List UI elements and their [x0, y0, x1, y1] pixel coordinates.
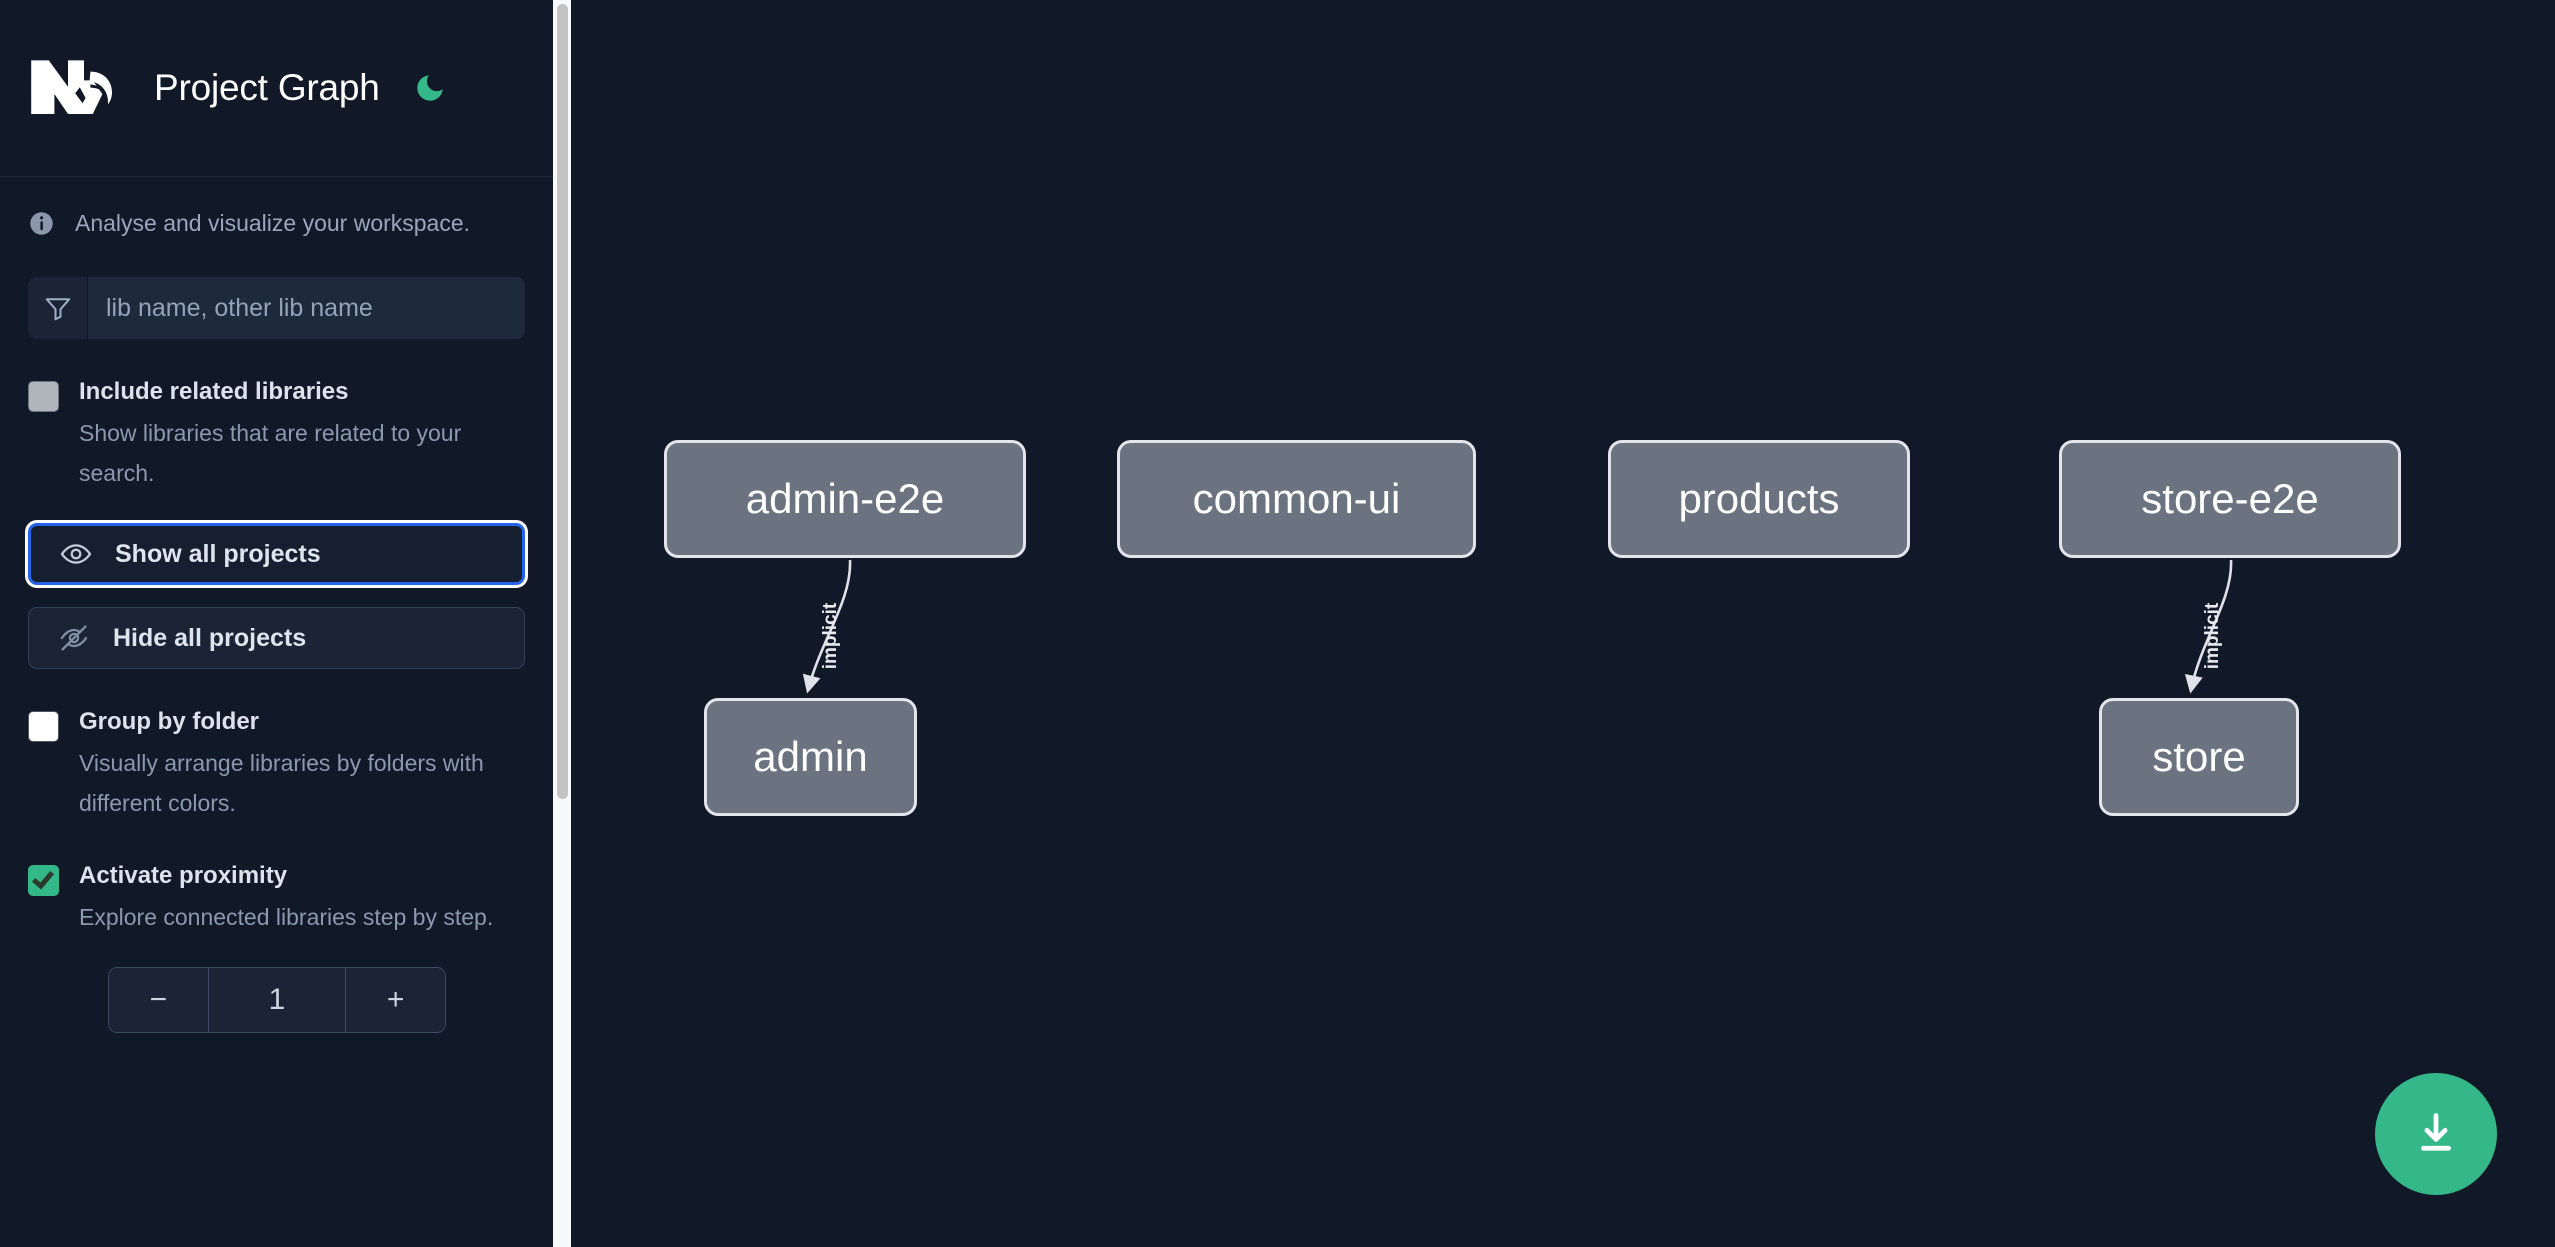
node-label: products	[1678, 475, 1840, 522]
node-label: store	[2152, 733, 2246, 780]
hide-all-projects-button[interactable]: Hide all projects	[28, 607, 525, 669]
option-activate-proximity[interactable]: Activate proximity Explore connected lib…	[28, 861, 525, 937]
sidebar-scrollbar-thumb[interactable]	[557, 4, 568, 799]
node-label: admin-e2e	[745, 475, 945, 522]
proximity-decrement-button[interactable]: −	[109, 968, 209, 1032]
group-by-folder-checkbox[interactable]	[28, 711, 59, 742]
graph-node-admin-e2e[interactable]: admin-e2e	[664, 440, 1026, 558]
node-label: store-e2e	[2141, 475, 2319, 522]
download-image-button[interactable]	[2375, 1073, 2497, 1195]
activate-proximity-checkbox[interactable]	[28, 865, 59, 896]
check-icon	[31, 866, 55, 890]
graph-node-products[interactable]: products	[1608, 440, 1910, 558]
option-include-related-libraries[interactable]: Include related libraries Show libraries…	[28, 377, 525, 493]
graph-node-admin[interactable]: admin	[704, 698, 917, 816]
moon-icon	[416, 75, 443, 101]
show-all-projects-label: Show all projects	[115, 539, 321, 568]
option-description: Explore connected libraries step by step…	[79, 904, 494, 930]
edge-label-implicit-admin: implicit	[820, 602, 841, 670]
node-label: common-ui	[1192, 475, 1401, 522]
option-title: Activate proximity	[79, 862, 288, 889]
sidebar: Project Graph Analyse and visualize your…	[0, 0, 553, 1247]
option-group-by-folder[interactable]: Group by folder Visually arrange librari…	[28, 707, 525, 823]
edge-label-implicit-store: implicit	[2202, 602, 2223, 670]
theme-toggle-moon-icon[interactable]	[410, 68, 450, 108]
page-title: Project Graph	[154, 67, 380, 108]
search-input[interactable]	[88, 277, 525, 339]
option-title: Group by folder	[79, 708, 259, 735]
option-texts: Group by folder Visually arrange librari…	[79, 707, 525, 823]
funnel-icon-container	[28, 277, 88, 339]
sidebar-header: Project Graph	[0, 0, 553, 177]
tagline-text: Analyse and visualize your workspace.	[75, 209, 471, 236]
graph-canvas[interactable]: implicit implicit admin-e2e common-ui pr…	[571, 0, 2555, 1247]
project-visibility-buttons: Show all projects Hide all projects	[28, 523, 525, 669]
info-icon	[30, 211, 53, 235]
option-texts: Activate proximity Explore connected lib…	[79, 861, 493, 937]
tagline: Analyse and visualize your workspace.	[0, 177, 553, 269]
option-title: Include related libraries	[79, 378, 349, 405]
sidebar-body: Include related libraries Show libraries…	[0, 277, 553, 1033]
download-icon	[2421, 1113, 2451, 1151]
eye-off-icon	[57, 621, 91, 655]
option-description: Visually arrange libraries by folders wi…	[79, 750, 484, 816]
graph-node-store-e2e[interactable]: store-e2e	[2059, 440, 2401, 558]
graph-node-common-ui[interactable]: common-ui	[1117, 440, 1476, 558]
proximity-value: 1	[208, 968, 346, 1032]
node-label: admin	[753, 733, 868, 780]
graph-node-store[interactable]: store	[2099, 698, 2299, 816]
hide-all-projects-label: Hide all projects	[113, 623, 307, 652]
funnel-icon	[45, 298, 70, 321]
filter-row	[28, 277, 525, 339]
proximity-increment-button[interactable]: +	[345, 968, 445, 1032]
eye-icon	[59, 537, 93, 571]
show-all-projects-button[interactable]: Show all projects	[28, 523, 525, 585]
graph-edges	[802, 559, 2233, 694]
sidebar-scrollbar-track[interactable]	[553, 0, 571, 1247]
option-description: Show libraries that are related to your …	[79, 420, 462, 486]
proximity-stepper: − 1 +	[108, 967, 446, 1033]
option-texts: Include related libraries Show libraries…	[79, 377, 525, 493]
include-related-checkbox[interactable]	[28, 381, 59, 412]
nx-logo	[31, 60, 112, 114]
